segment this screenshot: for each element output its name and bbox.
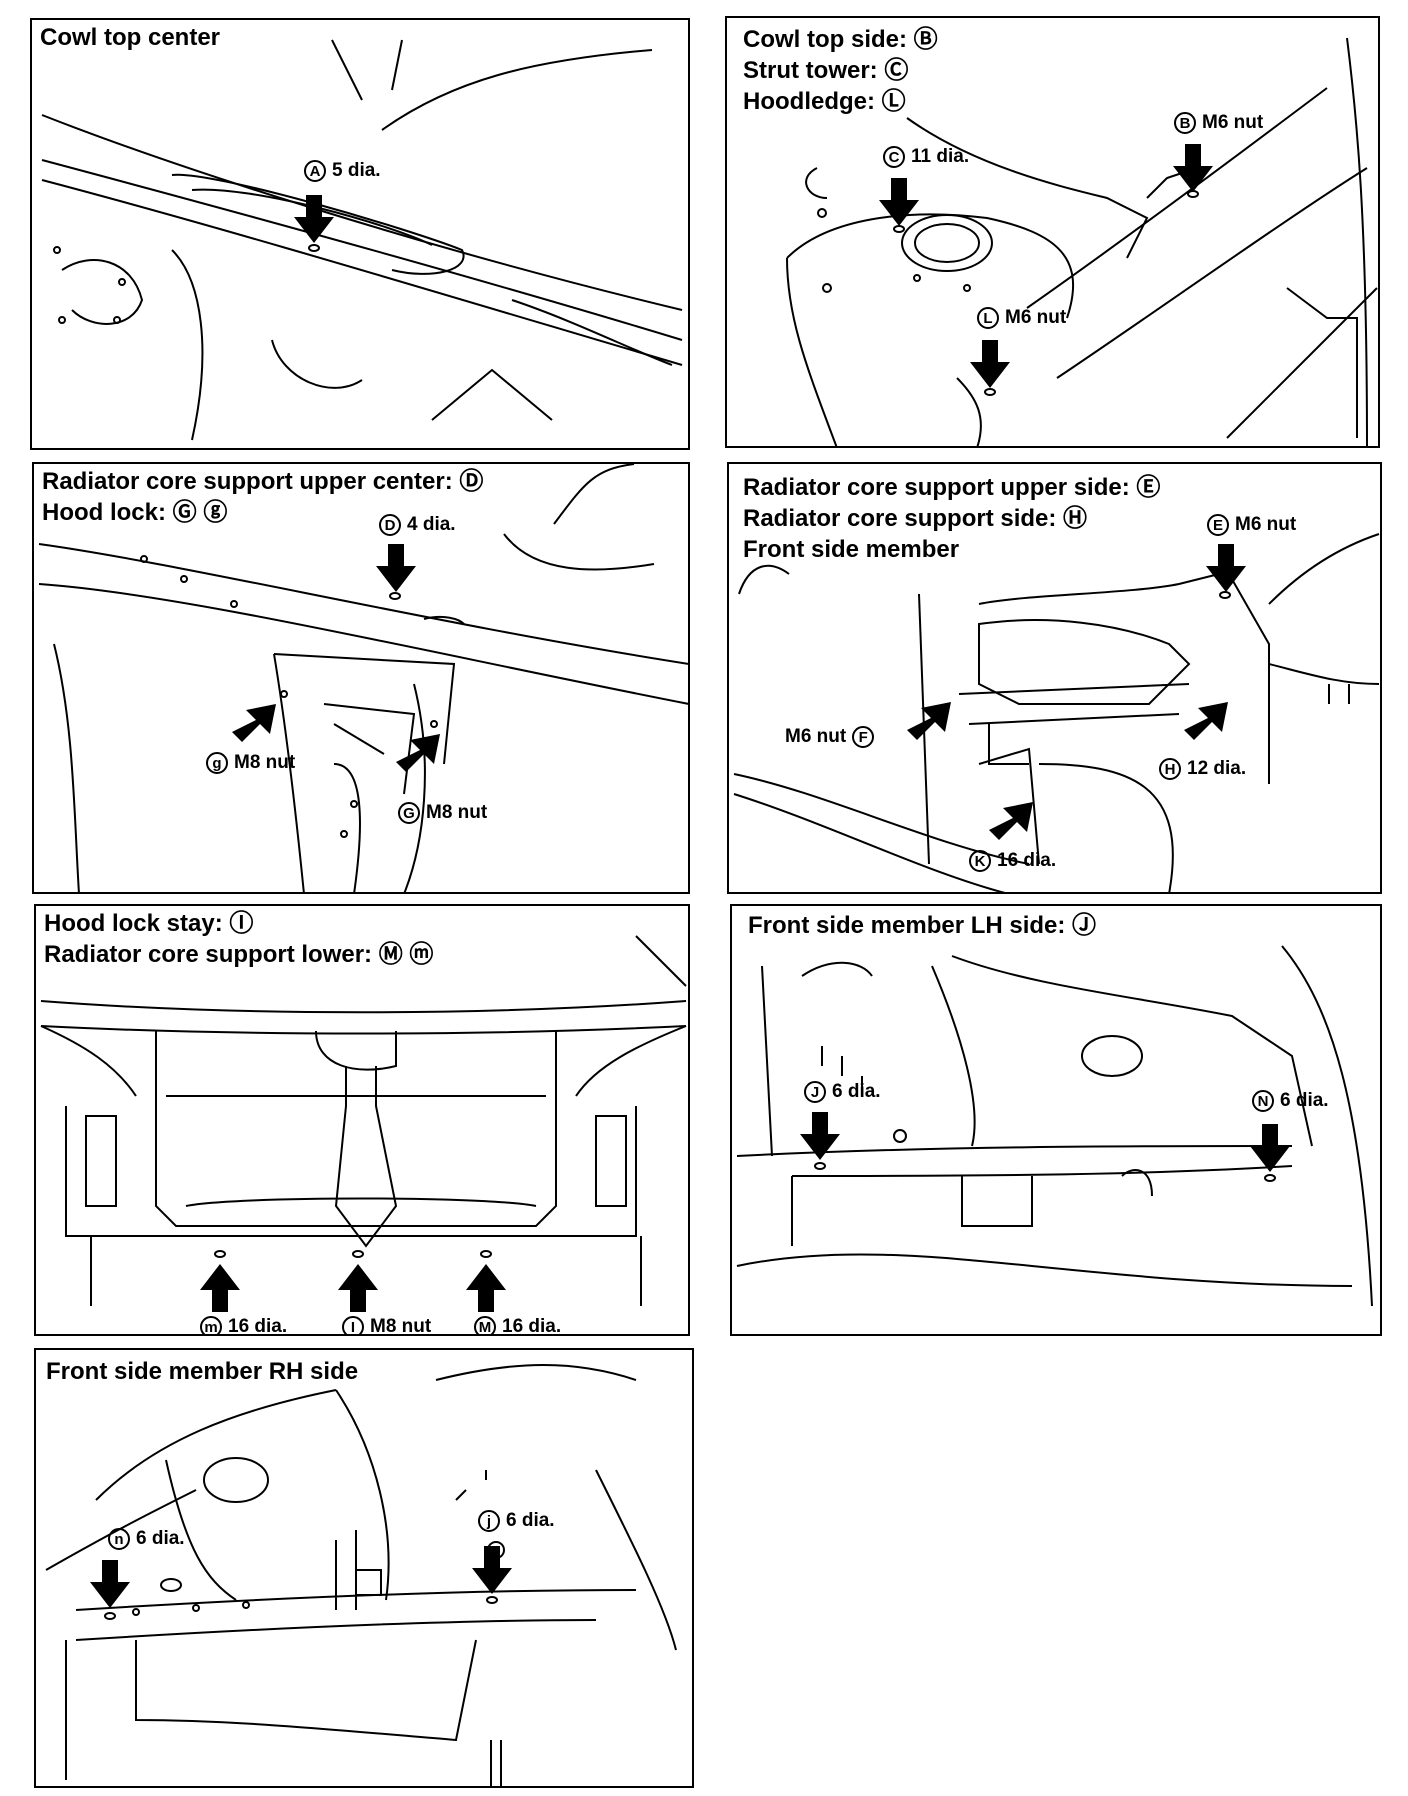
- panel-title: Radiator core support upper side: Ⓔ Radi…: [743, 474, 1161, 563]
- arrow-j-rh: [472, 1546, 512, 1594]
- hole-n: [1264, 1174, 1276, 1182]
- arrow-i: [338, 1264, 378, 1312]
- arrow-g-small: [232, 704, 276, 742]
- arrow-c: [879, 178, 919, 226]
- arrow-n: [1250, 1124, 1290, 1172]
- hole-e: [1219, 591, 1231, 599]
- hole-m-small: [214, 1250, 226, 1258]
- panel-title: Front side member LH side: Ⓙ: [748, 912, 1097, 939]
- hole-l: [984, 388, 996, 396]
- arrow-b: [1173, 144, 1213, 192]
- arrow-j: [800, 1112, 840, 1160]
- arrow-h: [1184, 702, 1228, 740]
- arrow-k: [989, 802, 1033, 840]
- hole-j: [814, 1162, 826, 1170]
- hole-i: [352, 1250, 364, 1258]
- arrow-g-big: [396, 734, 440, 772]
- arrow-e: [1206, 544, 1246, 592]
- arrow-m-small: [200, 1264, 240, 1312]
- front-side-member-rh-drawing: [45, 1364, 677, 1786]
- hole-c: [893, 225, 905, 233]
- panel-title: Cowl top side: Ⓑ Strut tower: Ⓒ Hoodledg…: [743, 26, 938, 115]
- cowl-top-center-drawing: [41, 39, 683, 441]
- panel-title: Radiator core support upper center: Ⓓ Ho…: [42, 468, 484, 526]
- hole-b: [1187, 190, 1199, 198]
- panel-title: Cowl top center: [40, 24, 221, 51]
- arrow-n-rh: [90, 1560, 130, 1608]
- radiator-upper-center-drawing: [38, 464, 688, 892]
- arrow-m-big: [466, 1264, 506, 1312]
- hole-m-big: [480, 1250, 492, 1258]
- hole-a: [308, 244, 320, 252]
- hole-j-rh: [486, 1596, 498, 1604]
- arrow-l: [970, 340, 1010, 388]
- panel-title: Hood lock stay: Ⓘ Radiator core support …: [44, 910, 434, 968]
- arrow-a: [294, 195, 334, 243]
- radiator-upper-side-drawing: [733, 533, 1380, 892]
- hole-n-rh: [104, 1612, 116, 1620]
- hole-d: [389, 592, 401, 600]
- panel-title: Front side member RH side: [46, 1358, 359, 1385]
- arrow-f: [907, 702, 951, 740]
- radiator-lower-drawing: [40, 935, 687, 1306]
- arrow-d: [376, 544, 416, 592]
